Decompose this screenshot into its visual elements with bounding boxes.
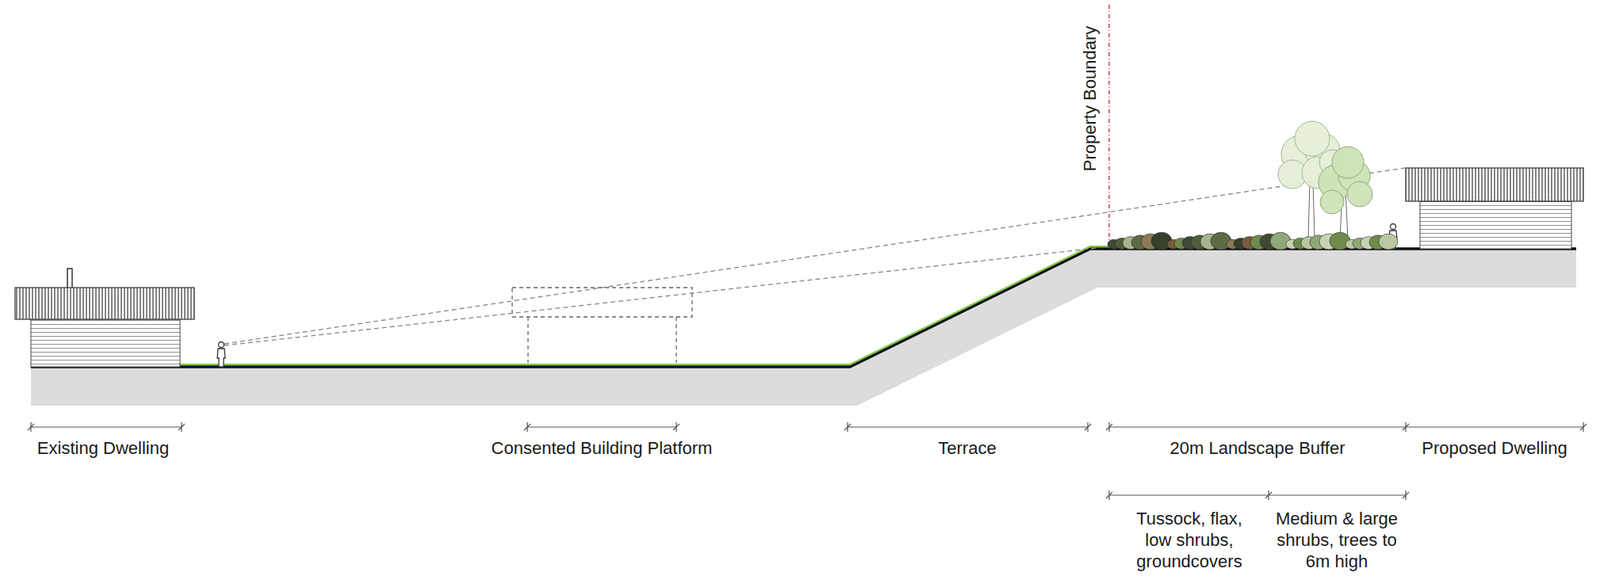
- shrub: [1378, 233, 1398, 250]
- grass-line: [179, 246, 1111, 365]
- person-figure: [217, 342, 226, 368]
- dimension-label: Terrace: [937, 437, 996, 460]
- ground-section: [30, 248, 1577, 406]
- consented-building-outline: [512, 287, 693, 364]
- planting-note: Medium & large shrubs, trees to 6m high: [1268, 508, 1405, 573]
- ground-line: [30, 248, 1577, 368]
- buffer-planting: [1107, 232, 1398, 250]
- existing-dwelling: [15, 268, 195, 368]
- dimension-label: 20m Landscape Buffer: [1170, 437, 1346, 460]
- planting-note: Tussock, flax, low shrubs, groundcovers: [1126, 508, 1252, 573]
- dimension-label: Proposed Dwelling: [1421, 437, 1567, 460]
- sight-line: [224, 168, 1405, 345]
- proposed-dwelling: [1405, 168, 1584, 249]
- boundary-label: Property Boundary: [1079, 25, 1102, 171]
- tree: [1318, 146, 1373, 240]
- dimension-line: [27, 422, 1587, 501]
- property-boundary-line: [1108, 4, 1110, 248]
- dimension-label: Existing Dwelling: [37, 437, 169, 460]
- dimension-label: Consented Building Platform: [491, 437, 713, 460]
- sight-line: [224, 248, 1097, 346]
